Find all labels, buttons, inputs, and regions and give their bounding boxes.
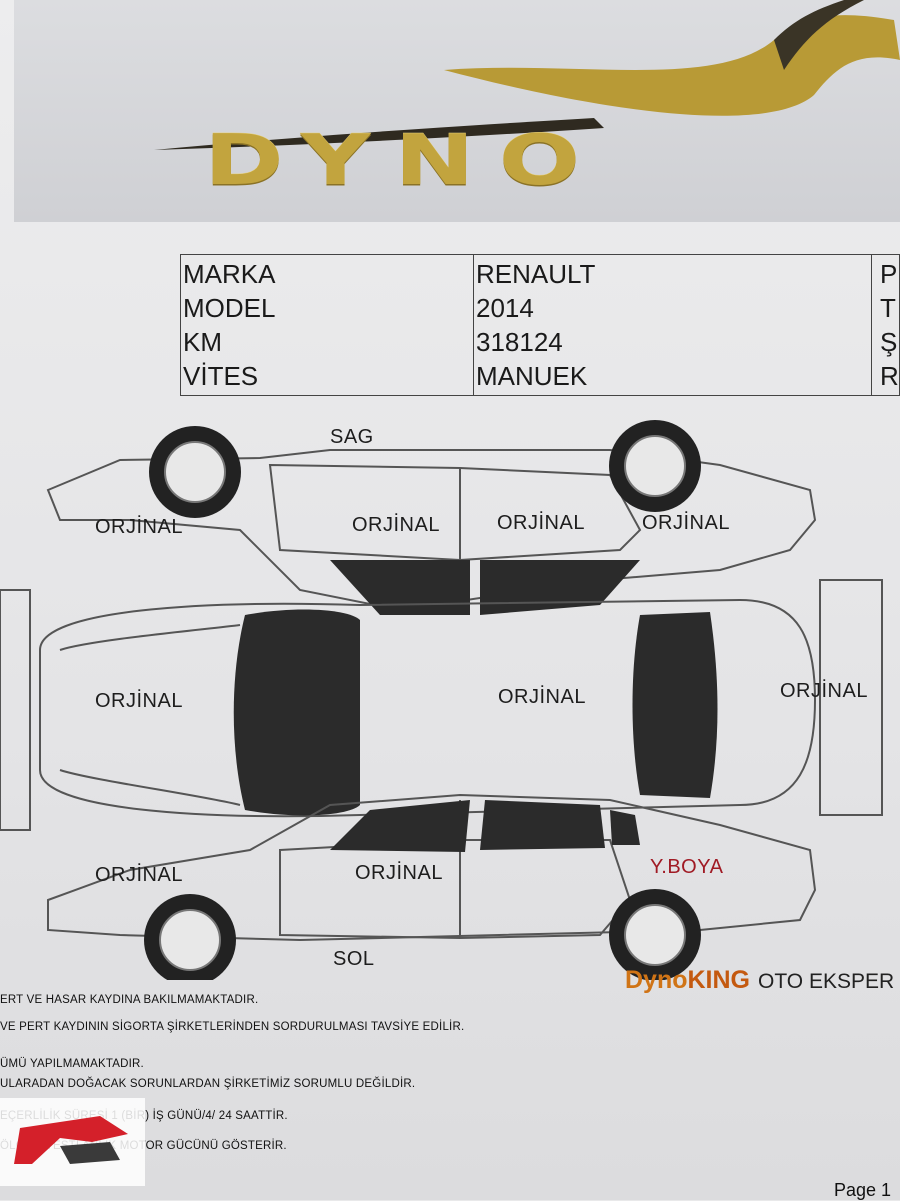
note-2: VE PERT KAYDININ SİGORTA ŞİRKETLERİNDEN … xyxy=(0,1021,465,1033)
part-right-rear-door: ORJİNAL xyxy=(497,512,585,534)
value-model: 2014 xyxy=(476,293,534,323)
note-3: ÜMÜ YAPILMAMAKTADIR. xyxy=(0,1058,144,1070)
label-km: KM xyxy=(183,327,222,357)
logo-text: DYNO xyxy=(204,120,605,201)
part-right-front: ORJİNAL xyxy=(95,516,183,538)
info-values: RENAULT 2014 318124 MANUEK xyxy=(473,254,872,396)
cutoff-2: T xyxy=(880,293,896,323)
note-4: ULARADAN DOĞACAK SORUNLARDAN ŞİRKETİMİZ … xyxy=(0,1078,416,1090)
label-model: MODEL xyxy=(183,293,276,323)
cutoff-1: P xyxy=(880,259,898,289)
brand-part1: Dyno xyxy=(625,966,688,994)
page-number: Page 1 xyxy=(834,1180,892,1200)
note-1: ERT VE HASAR KAYDINA BAKILMAMAKTADIR. xyxy=(0,994,259,1006)
swoosh-graphic xyxy=(154,0,900,150)
label-vites: VİTES xyxy=(183,361,259,391)
value-km: 318124 xyxy=(476,327,563,357)
part-trunk: ORJİNAL xyxy=(780,680,868,702)
value-vites: MANUEK xyxy=(476,361,588,391)
car-diagram xyxy=(0,420,883,980)
front-bumper-view xyxy=(0,589,31,831)
cutoff-4: R xyxy=(880,361,899,391)
label-marka: MARKA xyxy=(183,259,276,289)
part-right-rear: ORJİNAL xyxy=(642,512,730,534)
cutoff-3: Ş xyxy=(880,327,898,357)
watermark-logo-icon xyxy=(0,1098,145,1186)
part-left-rear-painted: Y.BOYA xyxy=(650,856,724,878)
rear-bumper-view xyxy=(819,579,883,816)
car-left-side xyxy=(47,793,817,942)
brand-line: DynoKING OTO EKSPER xyxy=(625,966,894,995)
info-labels: MARKA MODEL KM VİTES xyxy=(180,254,474,396)
header-banner: DYNO xyxy=(14,0,900,222)
car-top-view xyxy=(39,598,817,818)
part-right-front-door: ORJİNAL xyxy=(352,514,440,536)
part-left-front-door: ORJİNAL xyxy=(355,862,443,884)
car-right-side xyxy=(46,449,817,615)
part-hood: ORJİNAL xyxy=(95,690,183,712)
info-cutoff: P T Ş R xyxy=(872,255,900,396)
side-label-left: SOL xyxy=(333,948,375,970)
part-left-front: ORJİNAL xyxy=(95,864,183,886)
vehicle-info-table: MARKA MODEL KM VİTES RENAULT 2014 318124… xyxy=(180,254,900,396)
value-marka: RENAULT xyxy=(476,259,596,289)
brand-part2: KING xyxy=(687,966,751,994)
part-roof: ORJİNAL xyxy=(498,686,586,708)
side-label-right: SAG xyxy=(330,426,374,448)
brand-part3: OTO EKSPER xyxy=(758,970,895,993)
